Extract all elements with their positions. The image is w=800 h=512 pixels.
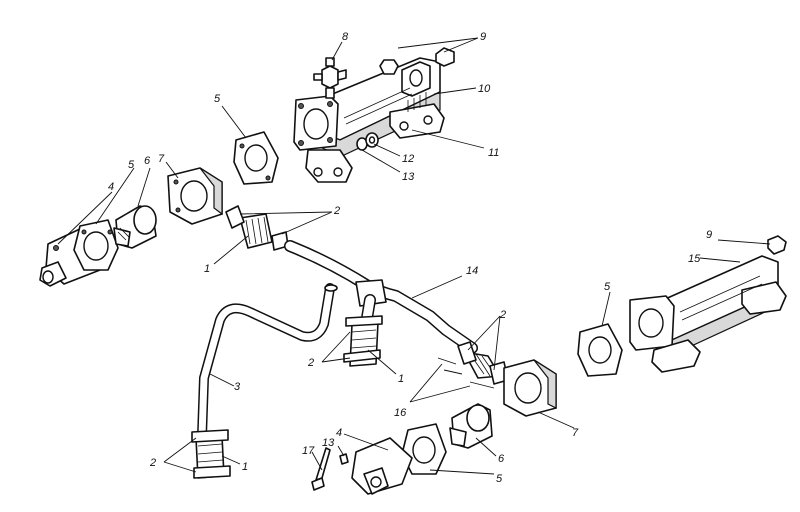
- part-5-upper-gasket: [233, 131, 279, 185]
- part-3-bent-tube: [197, 283, 338, 441]
- callout-labels: 8 9 10 11 12 13 5 5 6 7 4 2 1 14 3 2 1 2…: [108, 31, 712, 485]
- part-7-right-housing: [503, 359, 557, 417]
- callout-10: 10: [478, 83, 491, 95]
- callout-12: 12: [402, 153, 414, 165]
- part-13-17-bolts: [311, 447, 349, 491]
- callout-3: 3: [234, 381, 241, 393]
- callout-7-left: 7: [158, 153, 165, 165]
- part-6-right-thermostat: [449, 403, 493, 449]
- callout-9-right: 9: [706, 229, 712, 241]
- callout-4-bottom: 4: [336, 427, 342, 439]
- callout-14: 14: [466, 265, 478, 277]
- callout-5-top: 5: [214, 93, 221, 105]
- callout-2-top: 2: [333, 205, 340, 217]
- callout-1-bottom: 1: [242, 461, 248, 473]
- part-1-upper-hose: [225, 205, 289, 251]
- callout-9-top: 9: [480, 31, 486, 43]
- callout-1-mid: 1: [398, 373, 404, 385]
- callout-2-right: 2: [499, 309, 506, 321]
- part-8-drain-valve: [313, 57, 347, 99]
- callout-6-left: 6: [144, 155, 151, 167]
- part-15-right-manifold: [629, 235, 787, 373]
- callout-4-left: 4: [108, 181, 114, 193]
- callout-1-top: 1: [204, 263, 210, 275]
- part-7-left-housing: [167, 167, 223, 225]
- callout-13-bottom: 13: [322, 437, 335, 449]
- callout-15: 15: [688, 253, 701, 265]
- callout-16: 16: [394, 407, 407, 419]
- callout-2-bottom: 2: [149, 457, 156, 469]
- part-1-right-hose: [437, 341, 509, 389]
- leader-lines: [57, 37, 771, 475]
- part-1-lower-left-hose: [191, 429, 231, 479]
- callout-8: 8: [342, 31, 349, 43]
- part-6-left-thermostat: [113, 205, 157, 249]
- callout-17: 17: [302, 445, 315, 457]
- callout-5-bottom: 5: [496, 473, 503, 485]
- part-5-left-gasket: [73, 219, 119, 271]
- part-1-lower-mid-hose: [343, 315, 383, 367]
- part-5-right-gasket: [577, 323, 623, 377]
- callout-2-mid: 2: [307, 357, 314, 369]
- callout-5-left: 5: [128, 159, 135, 171]
- part-14-main-pipe: [284, 240, 478, 354]
- callout-11: 11: [488, 147, 499, 159]
- callout-7-right: 7: [572, 427, 579, 439]
- callout-13-top: 13: [402, 171, 415, 183]
- part-4-lower-cover: [351, 437, 413, 495]
- callout-6-right: 6: [498, 453, 505, 465]
- callout-5-right: 5: [604, 281, 611, 293]
- part-10-upper-manifold: [293, 47, 455, 183]
- part-12-13-washer-bolt: [356, 132, 379, 151]
